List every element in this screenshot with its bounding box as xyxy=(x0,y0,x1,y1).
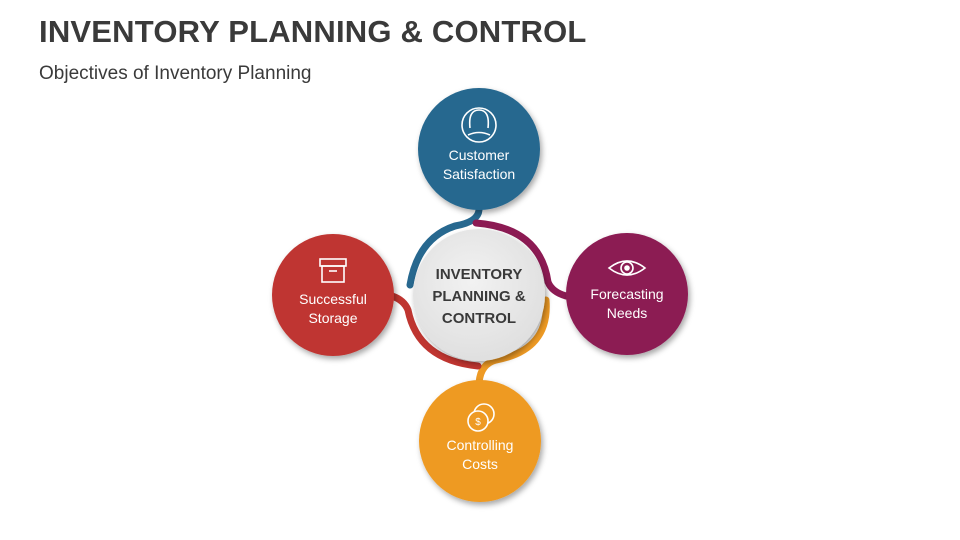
connector-costs xyxy=(475,296,550,388)
box-icon xyxy=(319,258,347,283)
connector-arcs xyxy=(388,206,570,388)
center-label-line-2: PLANNING & xyxy=(432,288,526,305)
forecasting-label-line-2: Needs xyxy=(607,305,647,321)
center-node: INVENTORY PLANNING & CONTROL xyxy=(413,229,545,361)
node-forecasting-needs: Forecasting Needs xyxy=(566,233,688,355)
costs-label-line-2: Costs xyxy=(462,456,498,472)
storage-label-line-2: Storage xyxy=(308,310,357,326)
connector-storage xyxy=(388,292,482,370)
forecasting-label-line-1: Forecasting xyxy=(590,286,663,302)
page-title: INVENTORY PLANNING & CONTROL xyxy=(39,14,587,49)
eye-icon xyxy=(607,260,647,276)
page-subtitle: Objectives of Inventory Planning xyxy=(39,63,312,84)
coins-icon: $ xyxy=(467,403,495,432)
costs-label-line-1: Controlling xyxy=(447,437,514,453)
connector-forecasting xyxy=(472,219,570,300)
node-successful-storage: Successful Storage xyxy=(272,234,394,356)
center-label-line-1: INVENTORY xyxy=(436,266,523,283)
storage-label-line-1: Successful xyxy=(299,291,367,307)
coin-symbol: $ xyxy=(475,417,481,428)
person-icon xyxy=(461,107,497,143)
center-label-line-3: CONTROL xyxy=(442,310,516,327)
node-customer-satisfaction: Customer Satisfaction xyxy=(418,88,540,210)
customer-label-line-1: Customer xyxy=(449,147,510,163)
connector-customer xyxy=(406,206,483,289)
node-controlling-costs: $ Controlling Costs xyxy=(419,380,541,502)
customer-label-line-2: Satisfaction xyxy=(443,166,515,182)
